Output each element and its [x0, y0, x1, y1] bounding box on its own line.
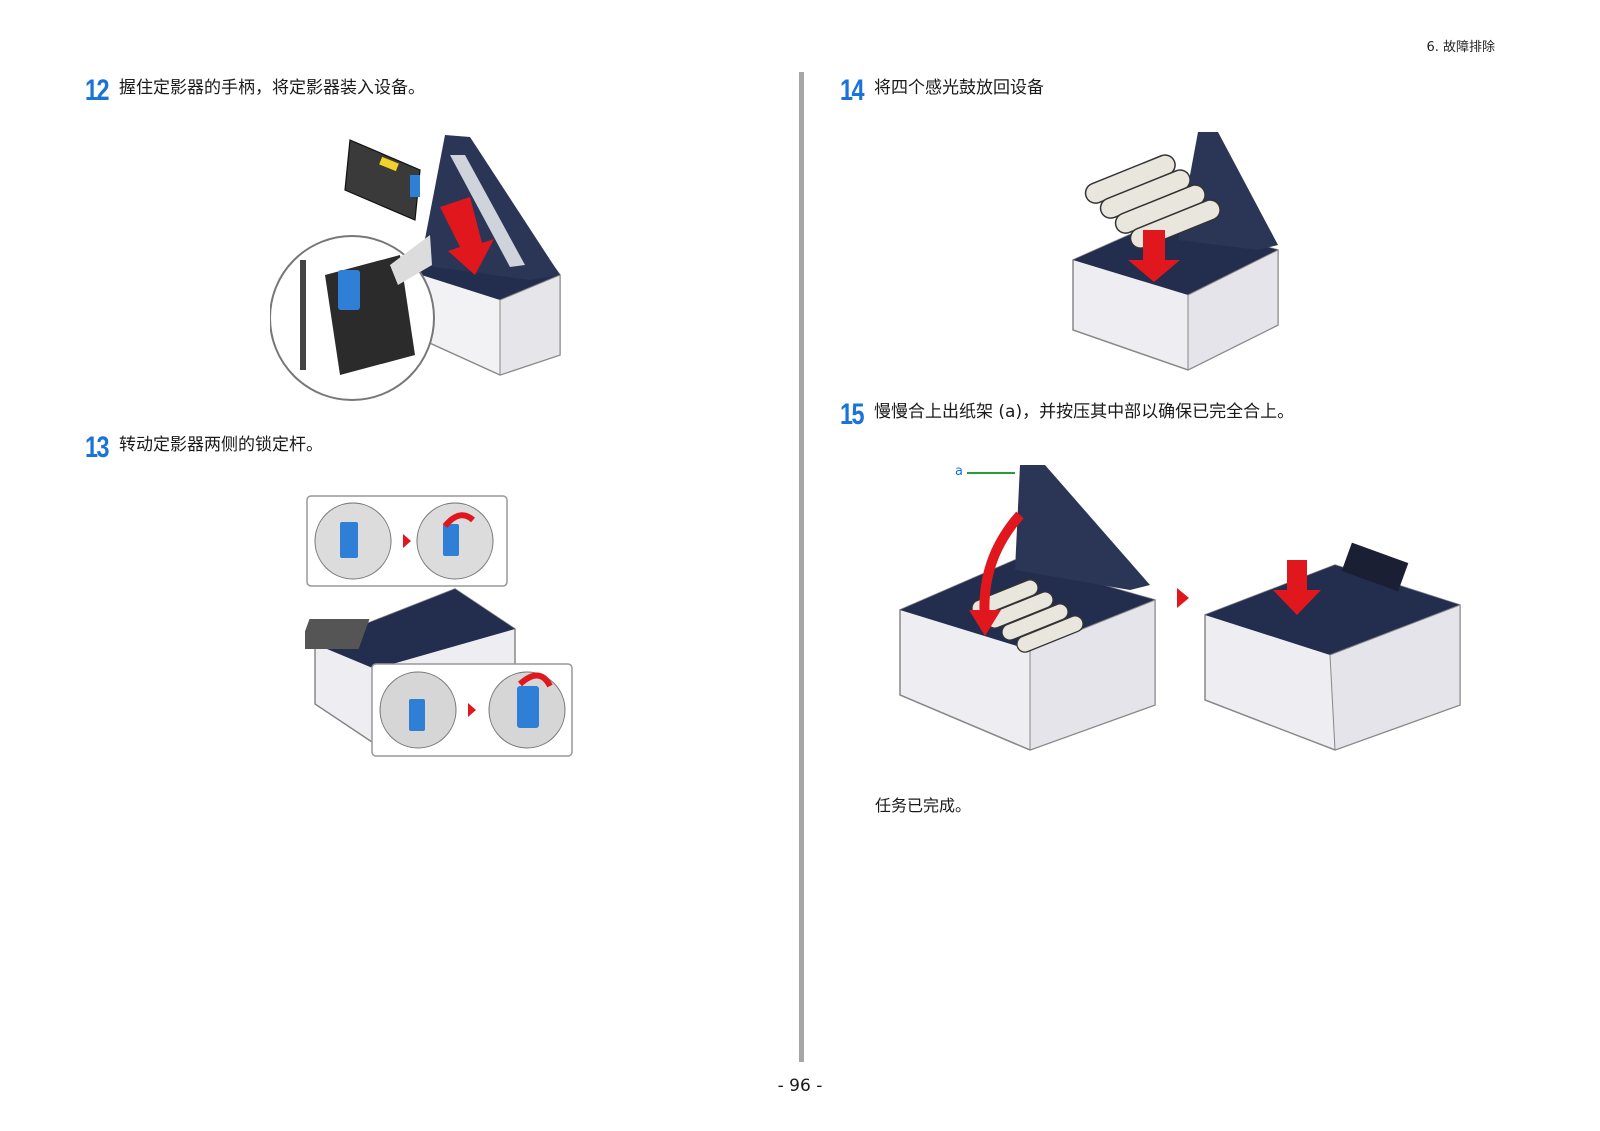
step-15: 15 慢慢合上出纸架 (a)，并按压其中部以确保已完全合上。: [840, 398, 1294, 432]
step-text: 将四个感光鼓放回设备: [874, 78, 1044, 98]
completion-text: 任务已完成。: [875, 796, 972, 815]
step-number: 15: [840, 398, 864, 431]
step-13: 13 转动定影器两侧的锁定杆。: [85, 431, 323, 465]
illustration-close-output-tray: [899, 465, 1461, 751]
step-text: 转动定影器两侧的锁定杆。: [119, 435, 323, 455]
callout-label-a: a: [955, 464, 963, 479]
step-14: 14 将四个感光鼓放回设备: [840, 74, 1044, 108]
step-number: 14: [840, 74, 864, 107]
step-12: 12 握住定影器的手柄，将定影器装入设备。: [85, 74, 425, 108]
illustration-insert-drums: [1072, 132, 1279, 371]
step-number: 13: [85, 431, 109, 464]
column-divider: [799, 72, 804, 1062]
step-number: 12: [85, 74, 109, 107]
chapter-title: 6. 故障排除: [1426, 40, 1495, 55]
step-text: 慢慢合上出纸架 (a)，并按压其中部以确保已完全合上。: [874, 402, 1295, 422]
page-number: - 96 -: [777, 1076, 823, 1096]
illustration-install-fuser: [270, 135, 561, 401]
step-text: 握住定影器的手柄，将定影器装入设备。: [119, 78, 425, 98]
illustration-rotate-lock-levers: [305, 495, 573, 757]
